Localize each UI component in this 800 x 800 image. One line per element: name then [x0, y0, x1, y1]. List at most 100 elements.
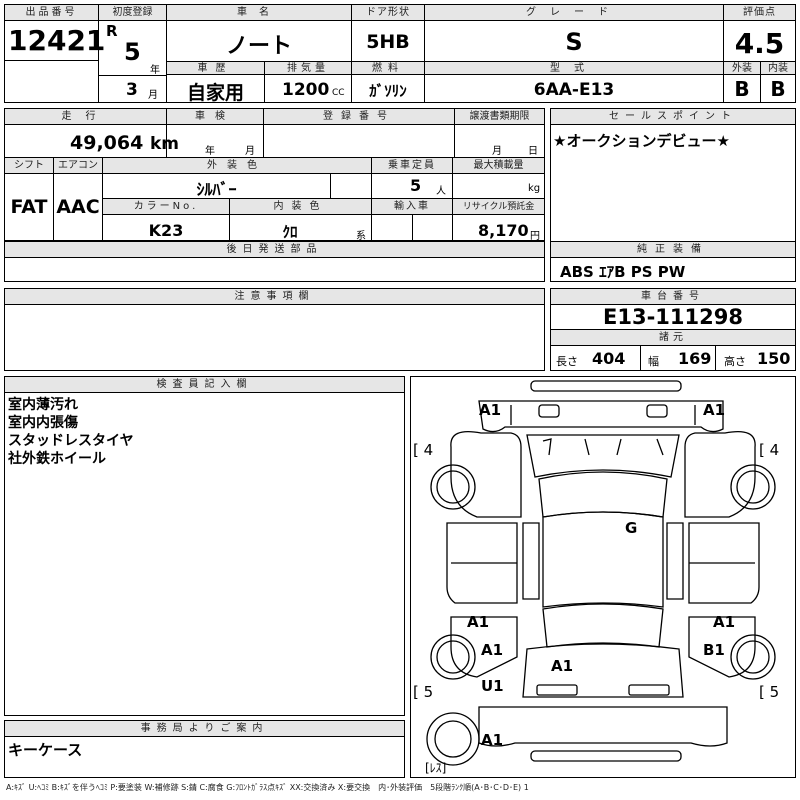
- era: R: [106, 22, 118, 40]
- grade-label: グレード: [425, 5, 723, 21]
- transfer-day-unit: 日: [528, 146, 538, 157]
- mark-rear-bumper: U1: [481, 677, 504, 695]
- sales-point-label: セールスポイント: [551, 109, 795, 125]
- color-no-label: カラーNo.: [103, 199, 229, 215]
- mark-front-left: A1: [479, 401, 501, 419]
- chassis-label: 車台番号: [551, 289, 795, 305]
- inspection-label: 車検: [167, 109, 263, 125]
- recycle-label: リサイクル預託金: [453, 199, 544, 215]
- inspector-note-4: 社外鉄ホイール: [8, 451, 106, 467]
- length: 404: [592, 349, 626, 368]
- capacity-label: 乗車定員: [372, 158, 452, 174]
- shift: FAT: [10, 196, 48, 218]
- capacity: 5: [410, 176, 422, 195]
- fuel: ｶﾞｿﾘﾝ: [369, 82, 407, 100]
- tire-rear-left: [ 5: [413, 683, 433, 701]
- inspector-note-3: スタッドレスタイヤ: [8, 433, 134, 449]
- load-label: 最大積載量: [453, 158, 544, 174]
- office-label: 事務局よりご案内: [5, 721, 404, 737]
- dims-label: 諸元: [551, 330, 795, 346]
- first-reg-label: 初度登録: [99, 5, 166, 21]
- model-code: 6AA-E13: [533, 80, 615, 100]
- interior-color: ｸﾛ: [282, 223, 298, 241]
- door-label: ドア形状: [352, 5, 424, 21]
- equipment: ABS ｴｱB PS PW: [560, 263, 686, 281]
- transfer-label: 譲渡書類期限: [455, 109, 544, 125]
- inspection-month-unit: 月: [245, 146, 255, 157]
- reg-no-label: 登録番号: [264, 109, 454, 125]
- tire-front-left: [ 4: [413, 441, 433, 459]
- air-conditioner: AAC: [56, 196, 100, 218]
- mileage-value: 49,064: [70, 132, 144, 154]
- door-type: 5HB: [366, 31, 410, 53]
- notes-label: 注意事項欄: [5, 289, 544, 305]
- mark-spare: A1: [481, 731, 503, 749]
- car-diagram: A1 A1 G A1 A1 A1 B1 A1 U1 A1 [ 4 [ 4 [ 5…: [413, 380, 779, 775]
- equipment-label: 純正装備: [551, 242, 795, 258]
- reg-year: 5: [124, 38, 141, 66]
- displacement-unit: CC: [332, 88, 345, 98]
- exterior-label: 外装: [724, 62, 760, 75]
- office-note: キーケース: [8, 741, 83, 759]
- year-unit: 年: [150, 65, 160, 76]
- lot-number: 12421: [8, 24, 106, 57]
- interior-grade: B: [770, 77, 786, 101]
- height: 150: [757, 349, 791, 368]
- grade: S: [565, 28, 583, 56]
- interior-label: 内装: [761, 62, 795, 75]
- fuel-label: 燃料: [352, 62, 424, 75]
- inspection-year-unit: 年: [205, 146, 215, 157]
- model-label: 型式: [425, 62, 723, 75]
- mileage: 49,064 km: [70, 132, 179, 154]
- sales-point-text: ★オークションデビュー★: [553, 132, 730, 150]
- damage-diagram-panel: [410, 376, 796, 778]
- mark-rear-right-fender: A1: [713, 613, 735, 631]
- history-label: 車歴: [167, 62, 264, 75]
- score: 4.5: [734, 27, 785, 60]
- width-label: 幅: [648, 355, 659, 368]
- recycle-unit: 円: [530, 231, 540, 242]
- height-label: 高さ: [724, 355, 746, 368]
- color-number: K23: [148, 221, 184, 240]
- width: 169: [678, 349, 712, 368]
- exterior-grade: B: [734, 77, 750, 101]
- mark-windshield: G: [625, 519, 637, 537]
- mark-rear-left-tire: A1: [481, 641, 503, 659]
- tire-rear-right: [ 5: [759, 683, 779, 701]
- displacement-label: 排気量: [265, 62, 351, 75]
- ac-label: エアコン: [54, 158, 102, 174]
- history: 自家用: [186, 82, 244, 104]
- later-parts-label: 後日発送部品: [5, 242, 544, 258]
- mark-rear-gate: A1: [551, 657, 573, 675]
- tire-front-right: [ 4: [759, 441, 779, 459]
- capacity-unit: 人: [436, 186, 446, 197]
- mileage-unit: km: [149, 134, 179, 154]
- exterior-color: ｼﾙﾊﾞｰ: [196, 180, 237, 199]
- load-unit: kg: [528, 183, 541, 194]
- transfer-month-unit: 月: [492, 146, 502, 157]
- mark-front-right: A1: [703, 401, 725, 419]
- lot-label: 出品番号: [5, 5, 98, 21]
- import-label: 輸入車: [372, 199, 452, 215]
- interior-color-label: 内装色: [230, 199, 371, 215]
- reg-month: 3: [126, 80, 138, 100]
- month-unit: 月: [148, 90, 158, 101]
- interior-color-unit: 系: [356, 231, 366, 242]
- recycle-fee: 8,170: [478, 221, 529, 240]
- inspector-note-1: 室内薄汚れ: [8, 397, 78, 413]
- shift-label: シフト: [5, 158, 53, 174]
- spare-tire-label: [ﾚｽ]: [425, 761, 446, 775]
- length-label: 長さ: [556, 355, 578, 368]
- car-name-label: 車名: [167, 5, 351, 21]
- chassis-number: E13-111298: [603, 305, 743, 329]
- color-label: 外装色: [103, 158, 371, 174]
- displacement: 1200: [282, 80, 330, 100]
- legend: A:ｷｽﾞ U:ﾍｺﾐ B:ｷｽﾞを伴うﾍｺﾐ P:要塗装 W:補修跡 S:錆 …: [6, 783, 529, 792]
- score-label: 評価点: [724, 5, 795, 21]
- mark-rear-left-fender: A1: [467, 613, 489, 631]
- mark-rear-right-tire: B1: [703, 641, 725, 659]
- inspector-label: 検査員記入欄: [5, 377, 404, 393]
- mileage-label: 走行: [5, 109, 166, 125]
- inspector-panel: [4, 376, 405, 716]
- car-name: ノート: [225, 34, 292, 59]
